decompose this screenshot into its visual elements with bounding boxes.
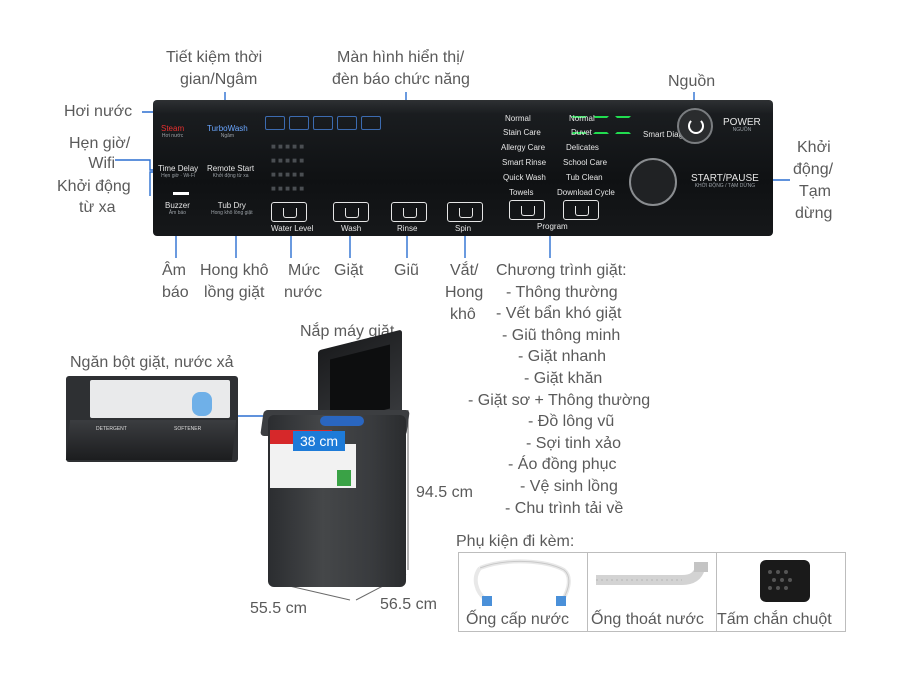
label-turbowash-line2: gian/Ngâm — [180, 71, 258, 88]
label-buzzer-line1: Âm — [162, 262, 186, 279]
label-rinse: Giũ — [394, 262, 419, 279]
program-item-towels: Towels — [509, 188, 534, 197]
dimension-height: 94.5 cm — [416, 484, 473, 501]
label-program-item: - Sợi tinh xảo — [526, 435, 621, 452]
label-start-line2: động/ — [793, 161, 834, 178]
label-display-line2: đèn báo chức năng — [332, 71, 470, 88]
start-pause-button[interactable] — [629, 158, 677, 206]
label-display-line1: Màn hình hiển thị/ — [337, 49, 465, 66]
program-prev-button[interactable] — [509, 200, 545, 220]
label-program-item: - Vết bẩn khó giặt — [496, 305, 622, 322]
label-tub-dry-line1: Hong khô — [200, 262, 269, 279]
label-program-item: - Giũ thông minh — [502, 327, 621, 344]
spin-button[interactable] — [447, 202, 483, 222]
label-program-item: - Chu trình tải về — [505, 500, 624, 517]
dimension-depth: 56.5 cm — [380, 596, 437, 613]
program-item-normal-left: Normal — [505, 114, 531, 123]
label-water-level-line2: nước — [284, 284, 323, 301]
program-item-smart-rinse: Smart Rinse — [502, 158, 547, 167]
label-remote-start-line2: từ xa — [79, 199, 116, 216]
water-level-button[interactable] — [271, 202, 307, 222]
water-level-label: Water Level — [271, 224, 314, 233]
label-program-item: - Giặt sơ + Thông thường — [468, 392, 651, 409]
program-item-normal-right: Normal — [569, 114, 595, 123]
label-spin-line2: Hong — [445, 284, 484, 301]
label-start-line4: dừng — [795, 205, 833, 222]
label-buzzer-line2: báo — [162, 284, 189, 301]
wash-label: Wash — [341, 224, 362, 233]
program-next-button[interactable] — [563, 200, 599, 220]
label-start-line1: Khởi — [797, 139, 831, 156]
label-lid: Nắp máy giặt — [300, 323, 395, 340]
drain-hose-icon — [596, 562, 708, 585]
label-start-line3: Tạm — [799, 183, 831, 200]
rinse-button[interactable] — [391, 202, 427, 222]
program-item-tub-clean: Tub Clean — [566, 173, 603, 182]
program-item-download-cycle: Download Cycle — [557, 188, 615, 197]
label-power: Nguồn — [668, 73, 716, 90]
label-remote-start-line1: Khởi động — [57, 178, 131, 195]
program-item-stain-care: Stain Care — [503, 128, 541, 137]
power-button[interactable] — [677, 108, 713, 144]
label-spin-line3: khô — [450, 306, 476, 323]
label-program-item: - Giặt nhanh — [518, 348, 607, 365]
label-steam: Hơi nước — [64, 103, 133, 120]
label-program-title: Chương trình giặt: — [496, 262, 627, 279]
display-spin-icon — [337, 116, 357, 130]
label-water-level-line1: Mức — [288, 262, 321, 279]
label-spin-line1: Vắt/ — [450, 262, 479, 279]
display-dry-icon — [361, 116, 381, 130]
program-label: Program — [537, 222, 568, 231]
label-program-item: - Giặt khăn — [524, 370, 603, 387]
label-tub-dry-line2: lồng giặt — [204, 284, 265, 301]
label-program-item: - Áo đồng phục — [508, 456, 617, 473]
program-item-school-care: School Care — [563, 158, 608, 167]
rinse-label: Rinse — [397, 224, 418, 233]
display-water-icon — [265, 116, 285, 130]
rodent-guard-icon — [760, 560, 810, 602]
wash-button[interactable] — [333, 202, 369, 222]
label-program-item: - Vệ sinh lồng — [520, 478, 618, 495]
digital-display — [571, 116, 635, 138]
program-item-delicates: Delicates — [566, 143, 599, 152]
display-wash-icon — [289, 116, 309, 130]
program-item-allergy-care: Allergy Care — [501, 143, 546, 152]
smart-diagnosis-label: Smart Diagnosis — [643, 130, 702, 139]
label-time-delay-line1: Hẹn giờ/ — [69, 135, 131, 152]
accessories-box — [458, 552, 846, 632]
accessory-rodent-guard-label: Tấm chắn chuột — [717, 611, 832, 628]
label-wash: Giặt — [334, 262, 364, 279]
dimension-opening-width: 38 cm — [293, 431, 345, 451]
label-turbowash-line1: Tiết kiệm thời — [166, 49, 263, 66]
label-detergent-drawer: Ngăn bột giặt, nước xả — [70, 354, 234, 371]
program-item-quick-wash: Quick Wash — [503, 173, 546, 182]
drawer-detergent-text: DETERGENT — [96, 426, 127, 432]
dimension-width: 55.5 cm — [250, 600, 307, 617]
accessory-drain-hose-label: Ống thoát nước — [591, 611, 704, 628]
spin-label: Spin — [455, 224, 472, 233]
drawer-softener-text: SOFTENER — [174, 426, 202, 432]
label-accessories-title: Phụ kiện đi kèm: — [456, 533, 575, 550]
accessory-water-inlet-label: Ống cấp nước — [466, 611, 570, 628]
label-program-item: - Thông thường — [506, 284, 618, 301]
display-rinse-icon — [313, 116, 333, 130]
water-inlet-hose-icon — [473, 559, 571, 606]
label-program-item: - Đồ lông vũ — [528, 413, 615, 430]
program-item-duvet: Duvet — [571, 128, 592, 137]
label-time-delay-line2: Wifi — [88, 155, 115, 172]
